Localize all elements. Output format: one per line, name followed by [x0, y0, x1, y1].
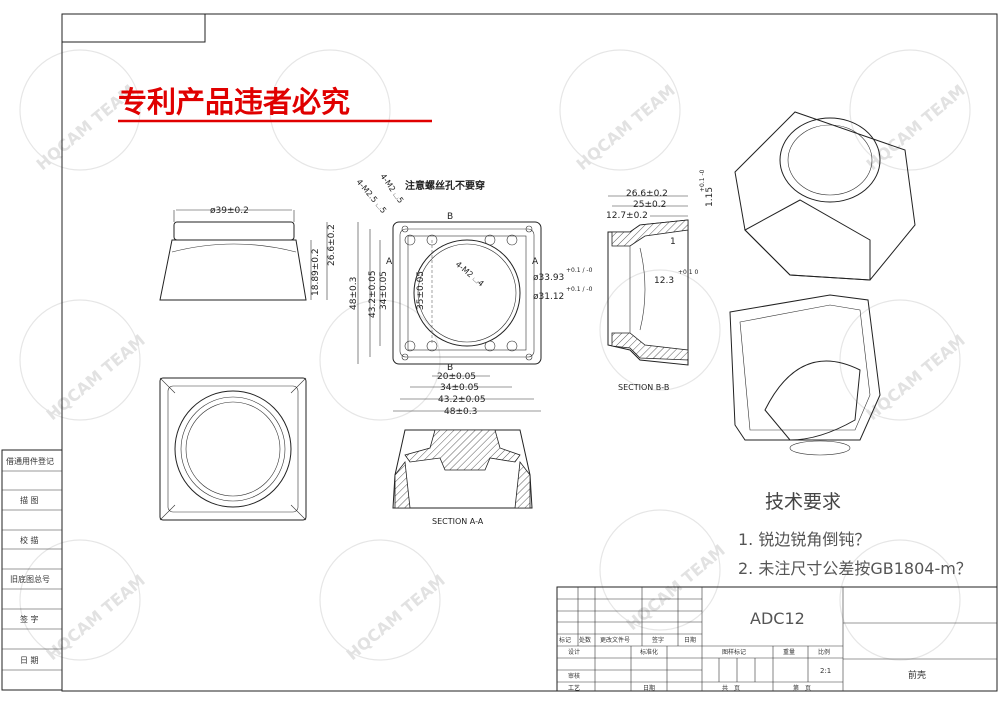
section_bb-d5-text: 1	[670, 237, 676, 247]
section-bb: 26.6±0.2 25±0.2 12.7±0.2 1.15 +0.1 -0 1 …	[606, 169, 715, 392]
title_block-headers-3-text: 签字	[652, 636, 664, 644]
plan_view-w_34-text: 34±0.05	[440, 383, 479, 393]
section_bb-d6_tol-text: +0.1 0	[678, 269, 698, 276]
title_block-review-text: 审核	[568, 672, 580, 680]
title_block-scale-text: 2:1	[820, 667, 831, 675]
title_block-mark-text: 图样标记	[722, 648, 746, 656]
plan_view-w_432-text: 43.2±0.05	[438, 395, 486, 405]
watermark-text: HQCAM TEAM	[43, 331, 149, 424]
title_block-scale_label-text: 比例	[818, 648, 830, 656]
plan_view-d_outer-text: ø33.93	[533, 273, 564, 283]
isometric-view-bottom	[729, 294, 881, 456]
section_bb-d4-text: 1.15	[705, 187, 715, 207]
section_bb-d6-text: 12.3	[654, 276, 674, 286]
title_block-total-text: 共 页	[722, 684, 740, 692]
plan_view-d_inner-text: ø31.12	[533, 292, 564, 302]
watermark-text: HQCAM TEAM	[343, 571, 449, 664]
title-block: ADC12 标记 处数 更改文件号 签字 日期 设计 标准化 审核 工艺 日期 …	[556, 586, 998, 692]
title_block-material-text: ADC12	[750, 609, 805, 628]
title_block-sheet-text: 第 页	[793, 684, 811, 692]
title_block-headers-4-text: 日期	[684, 636, 696, 644]
section_bb-d2-text: 25±0.2	[633, 200, 666, 210]
plan_view-w_20-text: 20±0.05	[437, 372, 476, 382]
drawing-border	[61, 13, 998, 692]
plan-view: 注意螺丝孔不要穿 4-M2.5 ⌴5 4-M2 ⌴5 4-M2 ⌴4 B B A…	[349, 172, 593, 417]
plan_view-section_b-text: B	[447, 212, 453, 222]
title_block-design-text: 设计	[568, 648, 580, 656]
front_view-h1-text: 18.89±0.2	[311, 248, 321, 296]
title_block-headers-1-text: 处数	[579, 636, 591, 644]
section-aa: SECTION A-A	[392, 429, 533, 526]
warning-title: 专利产品违者必究	[118, 85, 350, 119]
section_bb-d4_tol-text: +0.1 -0	[699, 169, 706, 192]
front-view: ø39±0.2 18.89±0.2 26.6±0.2	[159, 206, 337, 301]
section_bb-d3-text: 12.7±0.2	[606, 211, 648, 221]
plan_view-hole3-text: 4-M2 ⌴4	[454, 260, 486, 289]
left_strip-5-text: 日 期	[20, 656, 39, 665]
title_block-date-text: 日期	[643, 684, 655, 692]
section_bb-label-text: SECTION B-B	[618, 383, 669, 392]
watermark-text: HQCAM TEAM	[43, 571, 149, 664]
top-view	[159, 377, 307, 521]
title_block-headers-2-text: 更改文件号	[600, 636, 630, 644]
left-strip-table: 借通用件登记 描 图 校 描 旧底图总号 签 字 日 期	[1, 449, 63, 691]
left_strip-4-text: 签 字	[20, 614, 39, 624]
plan_view-w_48-text: 48±0.3	[444, 407, 477, 417]
title_block-weight-text: 重量	[783, 648, 795, 656]
plan_view-h_35-text: 35±0.05	[416, 271, 426, 310]
left_strip-3-text: 旧底图总号	[10, 574, 50, 584]
plan_view-h_48-text: 48±0.3	[349, 277, 359, 310]
tech-title-text: 技术要求	[765, 491, 841, 513]
left_strip-1-text: 描 图	[20, 495, 39, 505]
title_block-headers-0-text: 标记	[559, 636, 571, 644]
plan_view-section_a-text: A	[532, 257, 539, 267]
front_view-h2-text: 26.6±0.2	[327, 224, 337, 266]
plan_view-h_432-text: 43.2±0.05	[368, 270, 378, 318]
left_strip-0-text: 借通用件登记	[6, 456, 54, 466]
isometric-view-top	[734, 111, 916, 281]
tech-items-1-text: 2. 未注尺寸公差按GB1804-m？	[738, 559, 972, 578]
plan_view-section_a-text: A	[386, 257, 393, 267]
section_bb-d1-text: 26.6±0.2	[626, 189, 668, 199]
title_block-standard-text: 标准化	[640, 648, 658, 656]
watermark-text: HQCAM TEAM	[863, 331, 969, 424]
plan_view-h_34-text: 34±0.05	[379, 271, 389, 310]
corner-box	[61, 13, 206, 43]
note_screw-text: 注意螺丝孔不要穿	[405, 179, 485, 192]
section_aa-label-text: SECTION A-A	[432, 517, 484, 526]
title_block-part_name-text: 前壳	[908, 669, 926, 681]
front_view-dia-text: ø39±0.2	[210, 206, 249, 216]
watermark-text: HQCAM TEAM	[863, 81, 969, 174]
watermark-text: HQCAM TEAM	[573, 81, 679, 174]
plan_view-hole2-text: 4-M2 ⌴5	[378, 172, 405, 205]
plan_view-section_b-text: B	[447, 363, 453, 373]
plan_view-d_inner_tol-text: +0.1 / -0	[566, 286, 593, 293]
tech-items-0-text: 1. 锐边锐角倒钝？	[738, 530, 870, 549]
plan_view-d_outer_tol-text: +0.1 / -0	[566, 267, 593, 274]
technical-requirements: 技术要求 1. 锐边锐角倒钝？ 2. 未注尺寸公差按GB1804-m？	[738, 491, 972, 578]
left_strip-2-text: 校 描	[20, 535, 39, 545]
title_block-process-text: 工艺	[568, 684, 580, 692]
